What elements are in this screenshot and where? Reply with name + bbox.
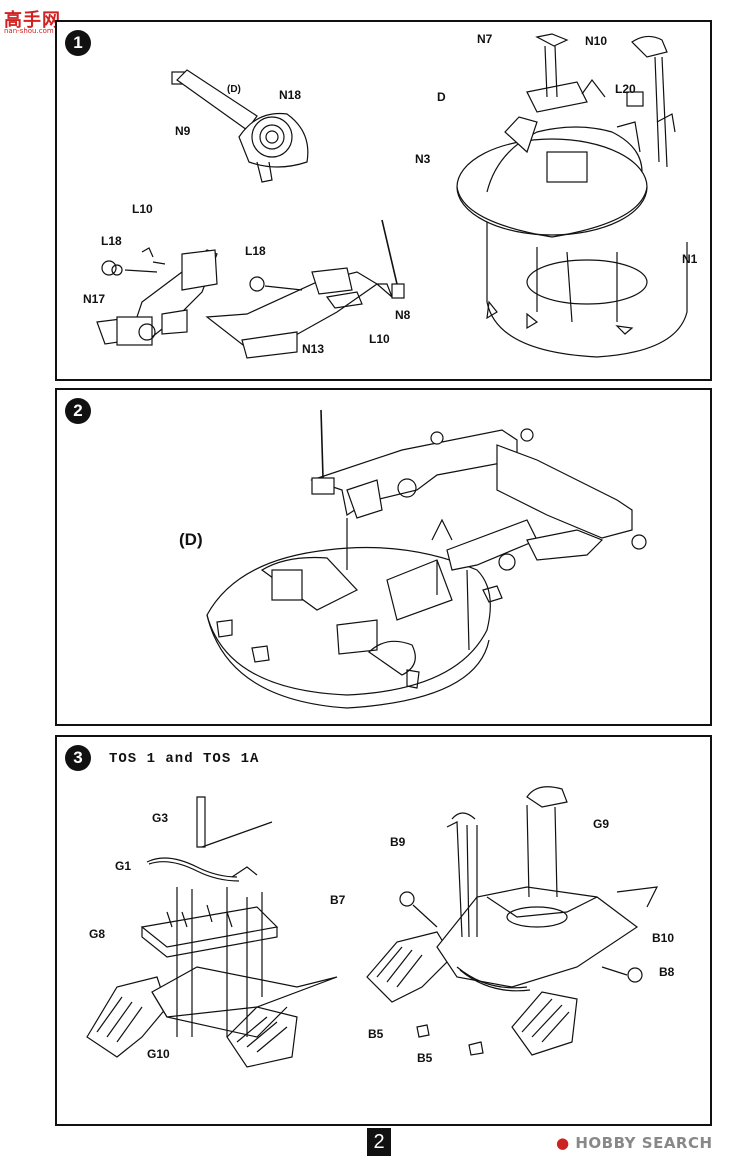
label-n3: N3 — [415, 152, 431, 166]
watermark-text: HOBBY SEARCH — [575, 1134, 713, 1152]
label-l20: L20 — [615, 82, 636, 96]
step-2-drawing — [206, 409, 647, 709]
label-g1: G1 — [115, 859, 132, 873]
label-g9: G9 — [593, 817, 610, 831]
site-logo: 高手网 nan-shou.com — [4, 6, 74, 36]
label-b5-b: B5 — [417, 1051, 433, 1065]
label-n17: N17 — [83, 292, 106, 306]
label-n18: N18 — [279, 88, 302, 102]
label-d: D — [437, 90, 446, 104]
label-n7: N7 — [477, 32, 493, 46]
label-l10-b: L10 — [369, 332, 390, 346]
step-2-number: 2 — [65, 398, 91, 424]
label-b8: B8 — [659, 965, 675, 979]
label-b5-a: B5 — [368, 1027, 384, 1041]
label-n1: N1 — [682, 252, 698, 266]
logo-url: nan-shou.com — [4, 27, 54, 35]
step-1-panel: 1 — [55, 20, 712, 381]
label-g8: G8 — [89, 927, 106, 941]
label-d-paren: (D) — [227, 84, 241, 95]
logo-brand: 高手网 — [4, 10, 61, 31]
label-g3: G3 — [152, 811, 169, 825]
label-b10: B10 — [652, 931, 675, 945]
label-n9: N9 — [175, 124, 191, 138]
label-g10: G10 — [147, 1047, 170, 1061]
label-l18-b: L18 — [245, 244, 266, 258]
step-1-drawing — [96, 33, 688, 359]
label-n13: N13 — [302, 342, 325, 356]
label-b9: B9 — [390, 835, 406, 849]
hobbysearch-watermark: ● HOBBY SEARCH — [556, 1134, 713, 1152]
page-number: 2 — [367, 1128, 391, 1156]
label-b7: B7 — [330, 893, 346, 907]
watermark-mark-icon: ● — [556, 1134, 570, 1152]
step-3-title: TOS 1 and TOS 1A — [109, 751, 260, 767]
label-n8: N8 — [395, 308, 411, 322]
label-n10: N10 — [585, 34, 608, 48]
step-3-panel: 3 TOS 1 and TOS 1A — [55, 735, 712, 1126]
label-l10-a: L10 — [132, 202, 153, 216]
step-3-number: 3 — [65, 745, 91, 771]
step-3-drawing — [86, 786, 659, 1068]
label-l18-a: L18 — [101, 234, 122, 248]
label-d-step2: (D) — [179, 530, 203, 549]
step-1-number: 1 — [65, 30, 91, 56]
step-2-panel: 2 (D) — [55, 388, 712, 726]
